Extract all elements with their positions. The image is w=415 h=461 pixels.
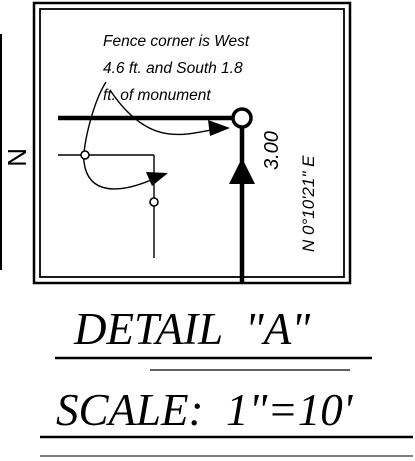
note-line-3: ft. of monument bbox=[103, 87, 211, 104]
scale-label: SCALE: 1"=10' bbox=[56, 385, 354, 435]
detail-title: DETAIL "A" bbox=[73, 304, 311, 354]
note-line-1: Fence corner is West bbox=[103, 33, 250, 50]
monument-leader-arrowhead bbox=[208, 120, 230, 136]
note-leader-arrowhead bbox=[146, 172, 168, 186]
left-edge-text: N bbox=[2, 148, 32, 167]
note-leader-curve bbox=[83, 81, 161, 190]
detail-frame-outer bbox=[32, 1, 352, 285]
fence-post-bottom bbox=[149, 197, 159, 207]
note-line-2: 4.6 ft. and South 1.8 bbox=[103, 60, 243, 77]
monument-circle bbox=[231, 107, 253, 129]
fence-post-left bbox=[80, 150, 90, 160]
detail-frame-inner bbox=[39, 8, 345, 278]
bearing-arrowhead bbox=[229, 158, 255, 184]
distance-label: 3.00 bbox=[261, 131, 283, 170]
bearing-label: N 0°10'21" E bbox=[299, 155, 318, 252]
